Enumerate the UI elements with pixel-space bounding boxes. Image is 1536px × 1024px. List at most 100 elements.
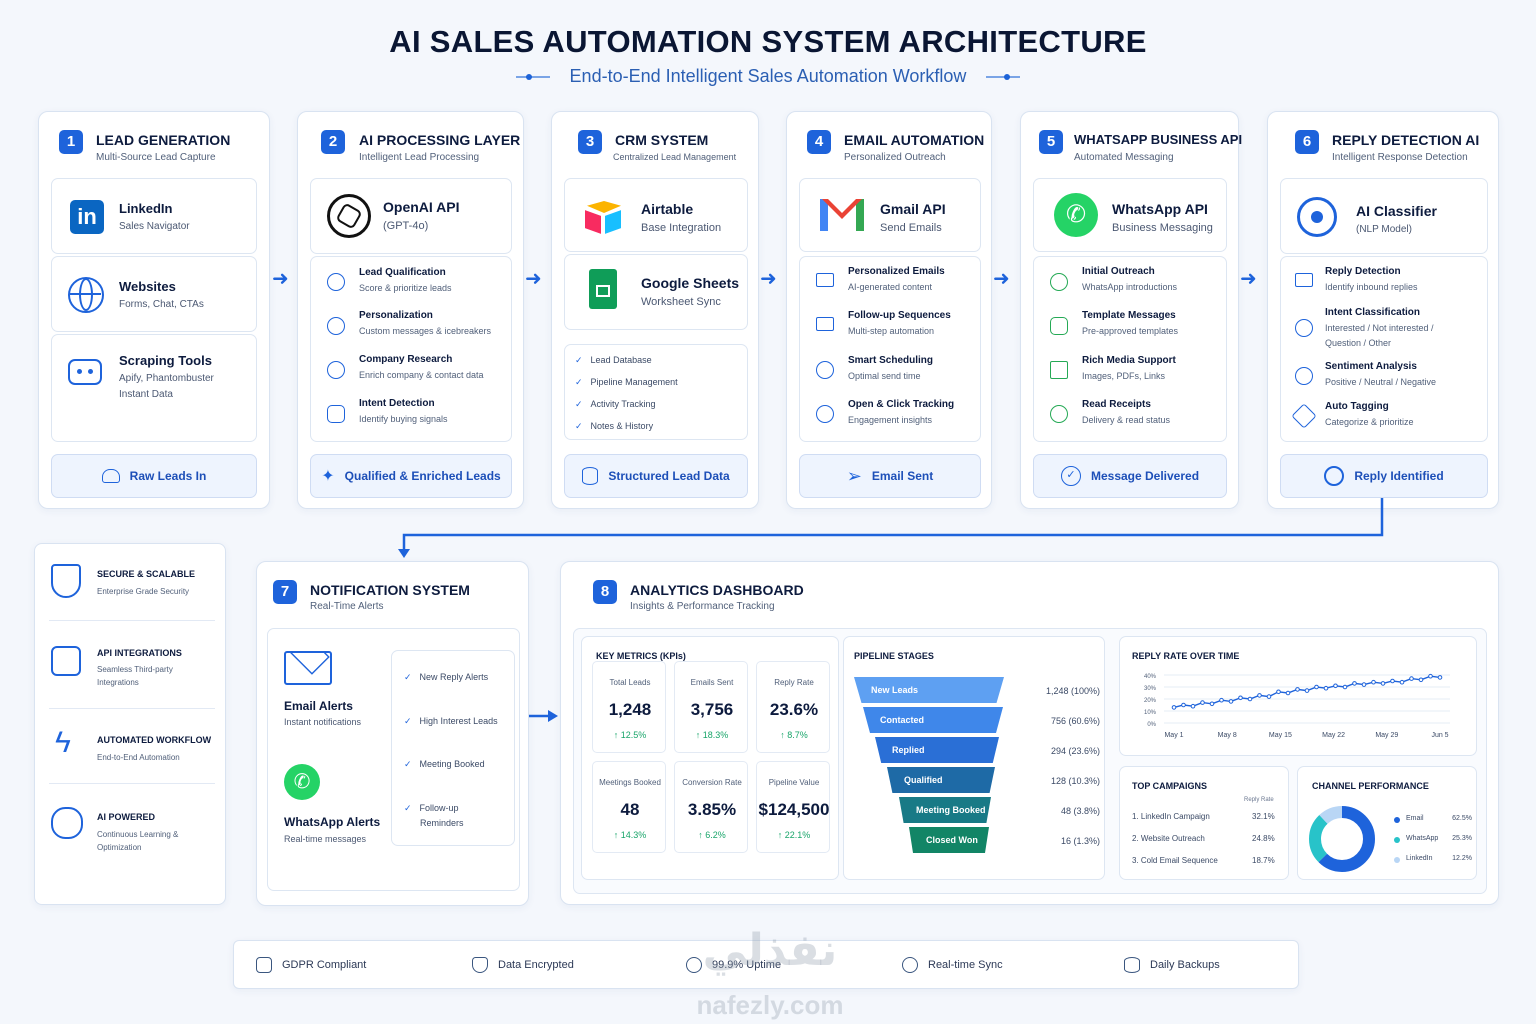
data-point bbox=[1200, 700, 1205, 705]
campaign-rate: 32.1% bbox=[1252, 812, 1275, 821]
panel-title: TOP CAMPAIGNS bbox=[1132, 781, 1208, 791]
data-point bbox=[1257, 693, 1262, 698]
api-gmail[interactable]: Gmail API Send Emails bbox=[799, 178, 981, 252]
stage-title: AI PROCESSING LAYER bbox=[359, 132, 521, 148]
feature-title: Intent Classification bbox=[1325, 307, 1421, 318]
funnel-count: 16 (1.3%) bbox=[1060, 836, 1100, 846]
output-label: Structured Lead Data bbox=[608, 469, 730, 483]
tool-google-sheets[interactable]: Google Sheets Worksheet Sync bbox=[564, 254, 748, 330]
source-scraping-tools[interactable]: Scraping Tools Apify, Phantombuster Inst… bbox=[51, 334, 257, 442]
api-whatsapp[interactable]: ✆ WhatsApp API Business Messaging bbox=[1033, 178, 1227, 252]
source-sub: Sales Navigator bbox=[119, 221, 190, 232]
output-raw-leads[interactable]: Raw Leads In bbox=[51, 454, 257, 498]
search-icon bbox=[327, 361, 345, 379]
tool-airtable[interactable]: Airtable Base Integration bbox=[564, 178, 748, 252]
data-point bbox=[1295, 687, 1300, 692]
tool-name: Airtable bbox=[641, 201, 694, 217]
output-label: Reply Identified bbox=[1354, 469, 1444, 483]
whatsapp-icon: ✆ bbox=[284, 764, 320, 800]
trust-item-encrypted: Data Encrypted bbox=[472, 957, 574, 973]
kpi-label: Total Leads bbox=[609, 678, 651, 687]
kpi-label: Conversion Rate bbox=[682, 778, 742, 787]
kpi-value: 3,756 bbox=[690, 700, 734, 719]
data-point bbox=[1361, 682, 1367, 687]
side-sub-2: Optimization bbox=[97, 843, 142, 852]
data-point bbox=[1285, 690, 1291, 696]
funnel-count: 1,248 (100%) bbox=[1045, 686, 1100, 696]
x-tick-label: May 22 bbox=[1322, 732, 1345, 739]
chart-icon bbox=[327, 405, 345, 423]
globe-icon bbox=[68, 277, 104, 313]
legend-label: Email bbox=[1406, 815, 1424, 822]
feature-title: Lead Qualification bbox=[359, 267, 446, 278]
y-tick-label: 0% bbox=[1147, 722, 1156, 728]
data-point bbox=[1428, 673, 1433, 679]
feature-title: Read Receipts bbox=[1082, 399, 1151, 410]
data-point bbox=[1409, 676, 1414, 681]
output-reply-identified[interactable]: Reply Identified bbox=[1280, 454, 1488, 498]
output-label: Email Sent bbox=[871, 469, 934, 483]
target-icon bbox=[327, 273, 345, 291]
feature-sub: Identify inbound replies bbox=[1325, 282, 1418, 292]
cloud-icon bbox=[686, 957, 702, 973]
settings-icon bbox=[327, 317, 345, 335]
shield-check-icon bbox=[472, 957, 488, 973]
output-message-delivered[interactable]: ✓ Message Delivered bbox=[1033, 454, 1227, 498]
brain-icon bbox=[51, 807, 83, 839]
stage-subtitle: Insights & Performance Tracking bbox=[630, 601, 775, 612]
output-email-sent[interactable]: ➢ Email Sent bbox=[799, 454, 981, 498]
kpi-delta: ↑ 18.3% bbox=[695, 730, 729, 740]
flow-arrow: ➜ bbox=[272, 268, 289, 290]
panel-title: PIPELINE STAGES bbox=[854, 651, 934, 661]
data-point bbox=[1437, 675, 1443, 680]
send-icon: ➢ bbox=[846, 465, 862, 486]
campaign-name: 3. Cold Email Sequence bbox=[1132, 856, 1218, 865]
api-openai[interactable]: OpenAI API (GPT-4o) bbox=[310, 178, 512, 254]
kpi-label: Emails Sent bbox=[690, 678, 734, 687]
stage-number: 5 bbox=[1039, 130, 1063, 154]
source-websites[interactable]: Websites Forms, Chat, CTAs bbox=[51, 256, 257, 332]
features-side-panel: SECURE & SCALABLE Enterprise Grade Secur… bbox=[34, 543, 226, 905]
feature-list: Reply Detection Identify inbound replies… bbox=[1280, 256, 1488, 442]
kpi-delta: ↑ 8.7% bbox=[780, 730, 808, 740]
stage-subtitle: Intelligent Response Detection bbox=[1332, 152, 1468, 163]
funnel-stage: Meeting Booked bbox=[899, 797, 991, 823]
api-sub: (GPT-4o) bbox=[383, 220, 429, 232]
feature-sub: Enrich company & contact data bbox=[359, 370, 484, 380]
stage-title: NOTIFICATION SYSTEM bbox=[310, 582, 470, 598]
data-point bbox=[1190, 703, 1196, 709]
funnel-stage: Qualified bbox=[887, 767, 995, 793]
legend-value: 25.3% bbox=[1452, 835, 1472, 842]
notification-panel: Email Alerts Instant notifications ✆ Wha… bbox=[267, 628, 520, 891]
api-ai-classifier[interactable]: AI Classifier (NLP Model) bbox=[1280, 178, 1488, 254]
funnel-count: 756 (60.6%) bbox=[1050, 716, 1100, 726]
source-linkedin[interactable]: in LinkedIn Sales Navigator bbox=[51, 178, 257, 254]
feature-sub: Optimal send time bbox=[848, 371, 921, 381]
stage-subtitle: Multi-Source Lead Capture bbox=[96, 152, 216, 163]
feature-title: Rich Media Support bbox=[1082, 355, 1176, 366]
data-point bbox=[1342, 684, 1348, 690]
legend-swatch bbox=[1394, 817, 1400, 823]
check-circle-icon bbox=[1050, 405, 1068, 423]
api-sub: (NLP Model) bbox=[1356, 224, 1412, 235]
feature-title: Company Research bbox=[359, 354, 453, 365]
output-qualified-leads[interactable]: ✦ Qualified & Enriched Leads bbox=[310, 454, 512, 498]
page-subtitle: End-to-End Intelligent Sales Automation … bbox=[569, 66, 967, 86]
kpi-delta: ↑ 22.1% bbox=[777, 830, 811, 840]
api-sub: Send Emails bbox=[880, 222, 942, 234]
legend-item: WhatsApp 25.3% bbox=[1394, 835, 1472, 847]
output-structured-data[interactable]: Structured Lead Data bbox=[564, 454, 748, 498]
feature-title: Template Messages bbox=[1082, 310, 1176, 321]
source-sub: Apify, Phantombuster bbox=[119, 373, 214, 384]
inbox-icon bbox=[1295, 273, 1313, 287]
feature-title: Personalized Emails bbox=[848, 266, 945, 277]
feature-title: Sentiment Analysis bbox=[1325, 361, 1417, 372]
funnel-count: 294 (23.6%) bbox=[1050, 746, 1100, 756]
kpi-label: Pipeline Value bbox=[768, 778, 820, 787]
tool-sub: Worksheet Sync bbox=[641, 296, 721, 308]
kpi-delta: ↑ 6.2% bbox=[698, 830, 726, 840]
feature-sub: Interested / Not interested / bbox=[1325, 323, 1434, 333]
stage-number: 6 bbox=[1295, 130, 1319, 154]
trust-item-uptime: 99.9% Uptime bbox=[686, 957, 781, 973]
kpi-delta: ↑ 14.3% bbox=[613, 830, 647, 840]
